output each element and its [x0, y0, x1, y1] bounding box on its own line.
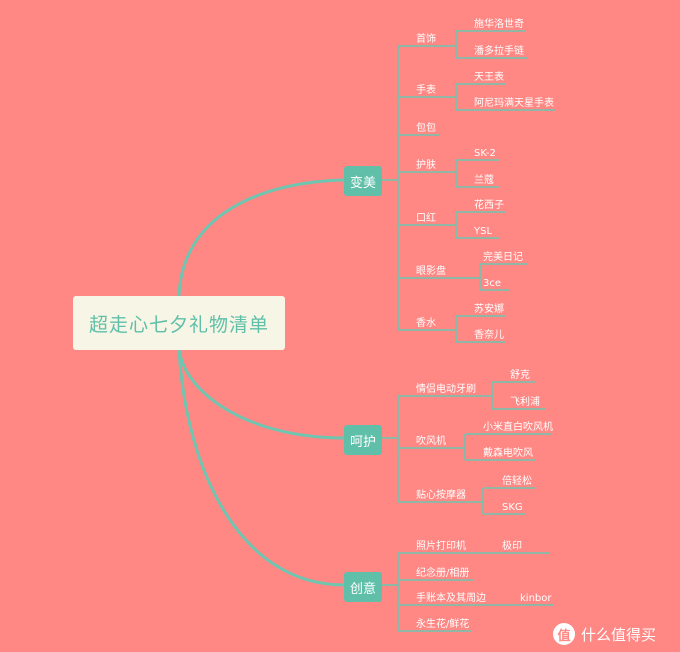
leaf-philips[interactable]: 飞利浦 [510, 397, 540, 408]
watermark-text: 什么值得买 [581, 625, 657, 644]
leaf-shuke[interactable]: 舒克 [510, 370, 530, 381]
node-flowers[interactable]: 永生花/鲜花 [416, 619, 470, 630]
node-xiangshui[interactable]: 香水 [416, 318, 436, 329]
leaf-dyson-dryer[interactable]: 戴森电吹风 [483, 448, 533, 459]
leaf-skg[interactable]: SKG [502, 502, 523, 513]
branch-node-chuangyi[interactable]: 创意 [344, 572, 382, 602]
connector-root-bianmei [177, 178, 346, 298]
connector-root-hehu [177, 348, 346, 440]
root-node[interactable]: 超走心七夕礼物清单 [73, 296, 285, 350]
node-yanyingpan[interactable]: 眼影盘 [416, 266, 446, 277]
node-journal[interactable]: 手账本及其周边 [416, 593, 486, 604]
leaf-pandora[interactable]: 潘多拉手链 [474, 46, 524, 57]
watermark: 值 什么值得买 [553, 622, 656, 646]
node-massager[interactable]: 贴心按摩器 [416, 490, 466, 501]
node-baobao[interactable]: 包包 [416, 123, 436, 134]
branch-node-hehu[interactable]: 呵护 [344, 425, 382, 455]
leaf-sk2[interactable]: SK-2 [474, 148, 496, 159]
leaf-chanel[interactable]: 香奈儿 [474, 330, 504, 341]
branch-node-bianmei[interactable]: 变美 [344, 166, 382, 196]
leaf-lancome[interactable]: 兰蔻 [474, 175, 494, 186]
node-hairdryer[interactable]: 吹风机 [416, 436, 446, 447]
leaf-perfect-diary[interactable]: 完美日记 [483, 252, 523, 263]
watermark-logo-icon: 值 [553, 623, 575, 645]
leaf-swarovski[interactable]: 施华洛世奇 [474, 19, 524, 30]
leaf-suanna[interactable]: 苏安娜 [474, 304, 504, 315]
leaf-ysl[interactable]: YSL [474, 226, 493, 237]
node-toothbrush[interactable]: 情侣电动牙刷 [416, 384, 476, 395]
leaf-anima[interactable]: 阿尼玛满天星手表 [474, 98, 554, 109]
node-photo-printer[interactable]: 照片打印机 [416, 541, 466, 552]
leaf-xiaomi-dryer[interactable]: 小米直白吹风机 [483, 422, 553, 433]
node-shoushi[interactable]: 首饰 [416, 34, 436, 45]
node-album[interactable]: 纪念册/相册 [416, 568, 470, 579]
node-kouhong[interactable]: 口红 [416, 213, 436, 224]
leaf-3ce[interactable]: 3ce [483, 278, 502, 289]
leaf-jiyin[interactable]: 极印 [502, 541, 522, 552]
node-shoubiao[interactable]: 手表 [416, 85, 436, 96]
leaf-kinbor[interactable]: kinbor [520, 593, 552, 604]
leaf-tianwang[interactable]: 天王表 [474, 72, 504, 83]
leaf-breo[interactable]: 倍轻松 [502, 476, 532, 487]
node-hufu[interactable]: 护肤 [416, 160, 436, 171]
leaf-huaxizi[interactable]: 花西子 [474, 200, 504, 211]
connector-root-chuangyi [177, 348, 346, 587]
